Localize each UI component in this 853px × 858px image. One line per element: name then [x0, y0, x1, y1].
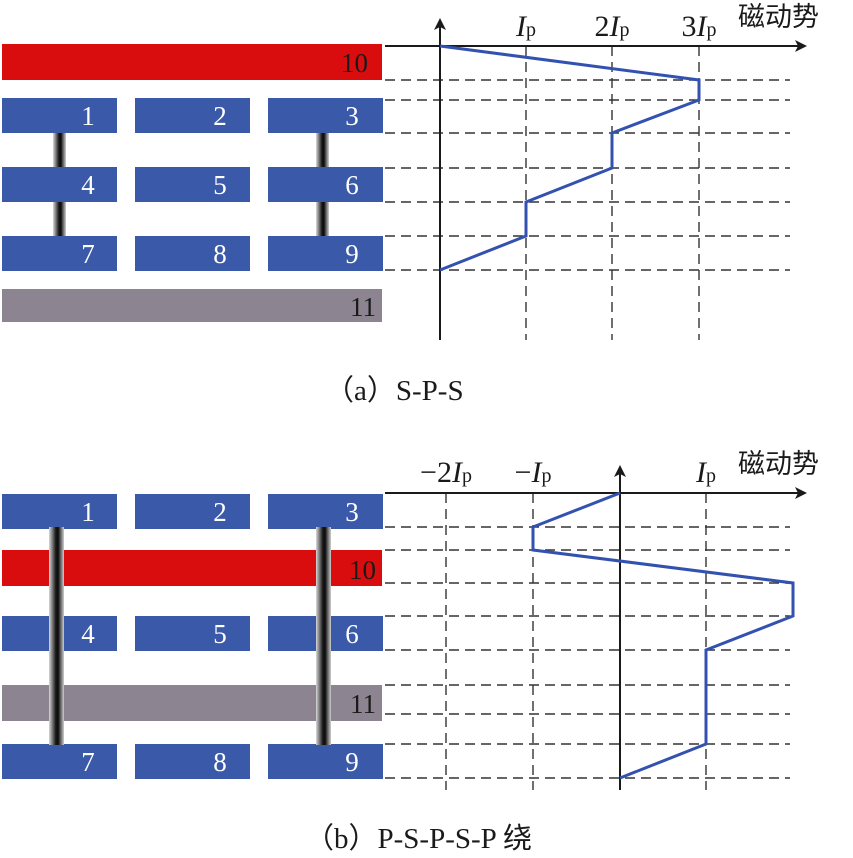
winding-7: 7 — [2, 744, 117, 779]
winding-2: 2 — [135, 494, 250, 529]
tick-label: −2Ip — [420, 456, 472, 489]
winding-2: 2 — [135, 98, 250, 133]
winding-1: 1 — [2, 98, 117, 133]
winding-8: 8 — [135, 744, 250, 779]
panel-b: 1 2 3 10 4 5 6 11 — [2, 449, 819, 855]
winding-label: 6 — [345, 619, 359, 649]
winding-label: 8 — [213, 747, 227, 777]
tick-label: 2Ip — [595, 10, 630, 43]
guide-lines — [385, 493, 790, 790]
winding-label: 4 — [81, 619, 95, 649]
winding-7: 7 — [2, 236, 117, 271]
winding-3: 3 — [268, 98, 383, 133]
caption: （a）S-P-S — [325, 375, 464, 407]
winding-label: 7 — [81, 239, 95, 269]
winding-label: 9 — [345, 747, 359, 777]
connector-bar — [316, 527, 331, 745]
tick-label: Ip — [515, 10, 536, 43]
mmf-curve — [439, 44, 701, 272]
winding-1: 1 — [2, 494, 117, 529]
winding-5: 5 — [135, 167, 250, 202]
panel-a: 10 1 2 3 4 5 6 7 — [2, 2, 819, 407]
tick-label: 3Ip — [682, 10, 717, 43]
winding-label: 3 — [345, 497, 359, 527]
tick-label: −Ip — [515, 456, 552, 489]
axis-title: 磁动势 — [738, 449, 819, 480]
axis-title: 磁动势 — [738, 2, 819, 33]
winding-label: 6 — [345, 170, 359, 200]
winding-label: 10 — [349, 555, 376, 585]
winding-label: 7 — [81, 747, 95, 777]
winding-label: 9 — [345, 239, 359, 269]
winding-8: 8 — [135, 236, 250, 271]
tick-label: Ip — [695, 456, 716, 489]
winding-label: 2 — [213, 497, 227, 527]
guide-lines — [385, 46, 790, 340]
winding-label: 5 — [213, 170, 227, 200]
winding-9: 9 — [268, 236, 383, 271]
winding-label: 8 — [213, 239, 227, 269]
winding-11: 11 — [2, 289, 382, 322]
winding-5: 5 — [135, 616, 250, 651]
mmf-curve — [531, 491, 795, 780]
connector-bar — [49, 527, 64, 745]
winding-label: 11 — [350, 292, 376, 322]
winding-3: 3 — [268, 494, 383, 529]
caption: （b）P-S-P-S-P 绕 — [305, 822, 532, 855]
winding-4: 4 — [2, 167, 117, 202]
winding-label: 11 — [350, 689, 376, 719]
winding-label: 10 — [341, 48, 368, 78]
winding-label: 1 — [81, 101, 95, 131]
winding-label: 1 — [81, 497, 95, 527]
winding-label: 2 — [213, 101, 227, 131]
winding-6: 6 — [268, 167, 383, 202]
winding-label: 4 — [81, 170, 95, 200]
winding-10: 10 — [2, 44, 382, 80]
winding-label: 3 — [345, 101, 359, 131]
winding-label: 5 — [213, 619, 227, 649]
winding-9: 9 — [268, 744, 383, 779]
